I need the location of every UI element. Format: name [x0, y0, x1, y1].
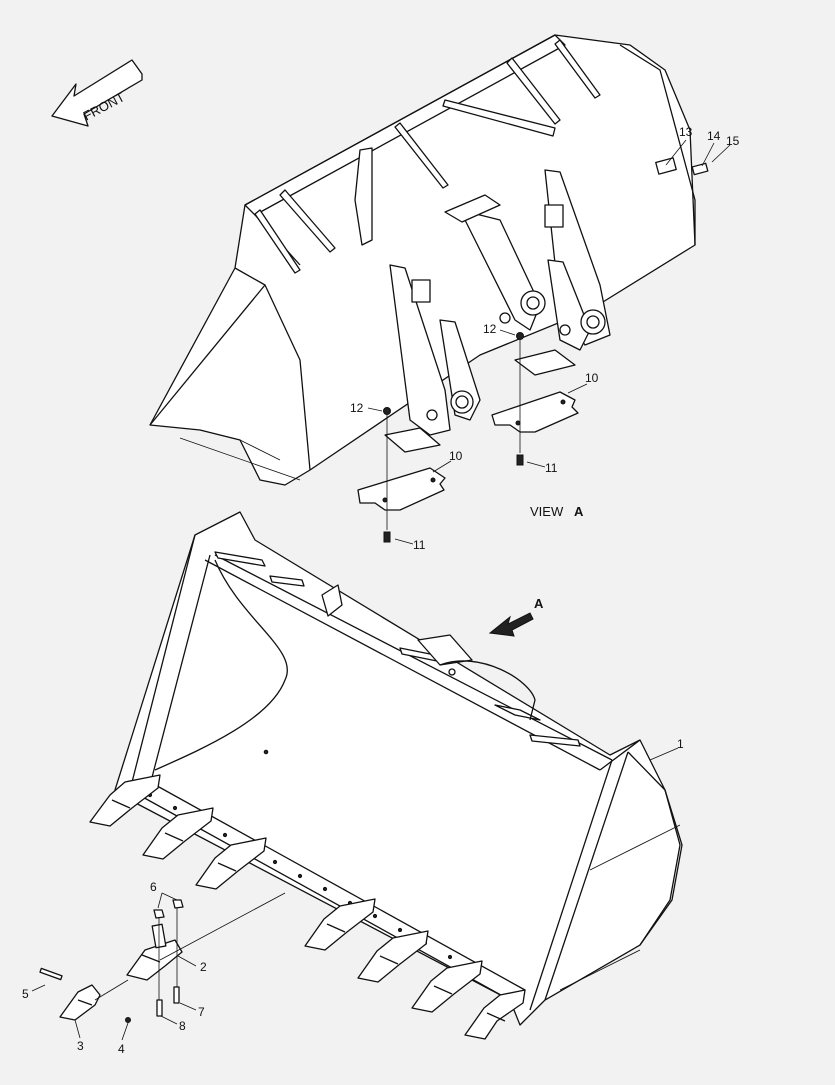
callout-10-right: 10	[585, 371, 599, 385]
view-a-arrow	[488, 612, 534, 637]
callout-2: 2	[200, 960, 207, 974]
callout-3: 3	[77, 1039, 84, 1053]
tooth-3	[195, 837, 267, 890]
callout-6: 6	[150, 880, 157, 894]
callout-1: 1	[677, 737, 684, 751]
tooth-7	[464, 989, 526, 1040]
tooth-adapter-exploded	[126, 892, 286, 981]
callout-4: 4	[118, 1042, 125, 1056]
callout-5: 5	[22, 987, 29, 1001]
tooth-1	[89, 774, 161, 827]
bucket-front-view	[114, 511, 683, 1026]
bucket-teeth	[89, 774, 526, 1040]
wear-pad-right	[491, 391, 579, 433]
callout-12-right: 12	[483, 322, 497, 336]
front-arrow: FRONT	[51, 59, 143, 127]
arrow-a-label: A	[534, 596, 544, 611]
nuts-6	[153, 899, 184, 919]
pin-5	[39, 967, 63, 981]
callouts: 1 2 3 4 5 6 7 8 10 10 11 11 12 12 13 14 …	[22, 125, 740, 1056]
nut-right	[516, 332, 524, 340]
tooth-2	[142, 807, 214, 860]
callout-13: 13	[679, 125, 693, 139]
callout-12-left: 12	[350, 401, 364, 415]
lock-4	[125, 1017, 131, 1023]
bolt-right	[516, 338, 524, 466]
bolt-left	[383, 415, 391, 543]
tooth-point-exploded	[59, 979, 129, 1021]
callout-8: 8	[179, 1019, 186, 1033]
callout-11-right: 11	[545, 461, 558, 475]
tooth-4	[304, 898, 376, 951]
bucket-rear-view	[149, 34, 709, 486]
wear-pad-left	[357, 467, 446, 511]
nut-left	[383, 407, 391, 415]
leader-lines	[31, 139, 731, 1041]
tooth-6	[411, 960, 483, 1013]
callout-10-left: 10	[449, 449, 463, 463]
callout-15: 15	[726, 134, 740, 148]
callout-11-left: 11	[413, 538, 426, 552]
callout-14: 14	[707, 129, 721, 143]
view-a-letter: A	[574, 504, 584, 519]
callout-7: 7	[198, 1005, 205, 1019]
view-a-label: VIEW	[530, 504, 564, 519]
tooth-5	[357, 930, 429, 983]
bolts-7-8	[156, 908, 180, 1017]
